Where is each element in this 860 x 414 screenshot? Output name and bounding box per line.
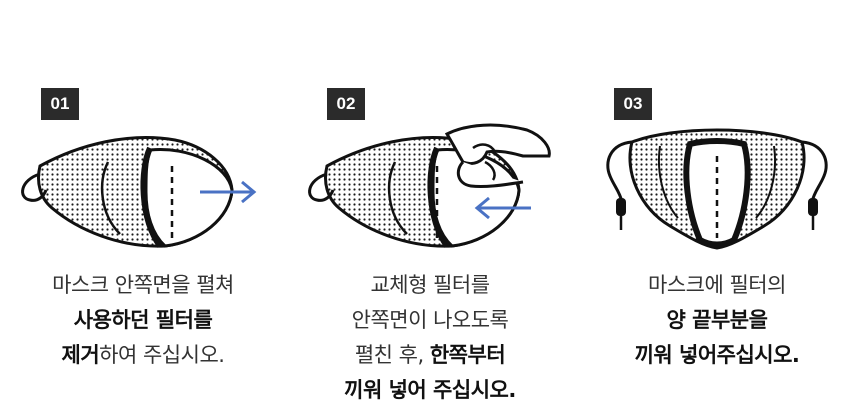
- caption-text-bold: 양 끝부분을: [666, 308, 768, 332]
- caption-line: 마스크에 필터의: [574, 268, 860, 303]
- caption-text-bold: 제거: [61, 343, 100, 367]
- step-number-badge: 01: [41, 88, 79, 120]
- step-caption: 마스크 안쪽면을 펼쳐 사용하던 필터를 제거하여 주십시오.: [0, 268, 286, 373]
- caption-text: 펼친 후,: [354, 343, 430, 367]
- step-2: 02 교체형 필터를 안쪽면이 나오도록 펼친 후, 한쪽부터 끼워 넣어 주십…: [287, 0, 573, 414]
- caption-line: 사용하던 필터를: [0, 303, 286, 338]
- caption-line: 안쪽면이 나오도록: [287, 303, 573, 338]
- caption-text: 안쪽면이 나오도록: [351, 308, 509, 332]
- arrow-right-icon: [200, 180, 257, 204]
- caption-line: 마스크 안쪽면을 펼쳐: [0, 268, 286, 303]
- caption-text-bold: 한쪽부터: [429, 343, 506, 367]
- caption-line: 양 끝부분을: [574, 303, 860, 338]
- caption-line: 끼워 넣어주십시오.: [574, 338, 860, 373]
- caption-line: 제거하여 주십시오.: [0, 338, 286, 373]
- caption-text: 마스크 안쪽면을 펼쳐: [52, 273, 234, 297]
- step-3: 03 마스크에 필터의 양 끝부분을 끼워 넣어주십시오.: [574, 0, 860, 414]
- caption-line: 교체형 필터를: [287, 268, 573, 303]
- arrow-left-icon: [474, 196, 531, 220]
- mask-remove-filter-illustration: [21, 136, 257, 248]
- step-1: 01 마스크 안쪽면을 펼쳐 사용하던 필터를 제거하여 주십시오.: [0, 0, 286, 414]
- caption-text: 교체형 필터를: [370, 273, 490, 297]
- step-number-badge: 03: [614, 88, 652, 120]
- step-number-badge: 02: [327, 88, 365, 120]
- step-caption: 교체형 필터를 안쪽면이 나오도록 펼친 후, 한쪽부터 끼워 넣어 주십시오.: [287, 268, 573, 408]
- mask-insert-filter-illustration: [308, 123, 551, 248]
- mask-fitted-filter-illustration: [606, 128, 828, 250]
- caption-line: 끼워 넣어 주십시오.: [287, 373, 573, 408]
- caption-text-bold: 끼워 넣어주십시오.: [634, 343, 800, 367]
- caption-text-bold: 끼워 넣어 주십시오.: [344, 378, 516, 402]
- hand-icon: [444, 123, 551, 188]
- caption-text-bold: 사용하던 필터를: [73, 308, 213, 332]
- caption-text: 하여 주십시오.: [99, 343, 225, 367]
- caption-text: 마스크에 필터의: [648, 273, 786, 297]
- caption-line: 펼친 후, 한쪽부터: [287, 338, 573, 373]
- step-caption: 마스크에 필터의 양 끝부분을 끼워 넣어주십시오.: [574, 268, 860, 373]
